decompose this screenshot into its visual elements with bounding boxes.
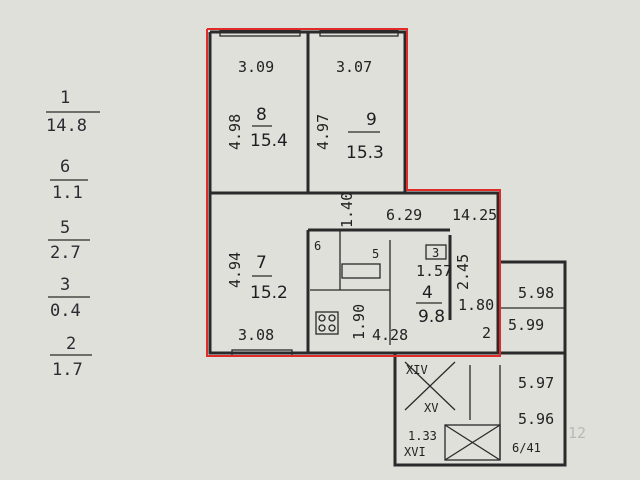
outer-wall: [208, 30, 500, 355]
dim-1425: 14.25: [452, 206, 497, 224]
walls: [208, 29, 567, 467]
stair-diagonal: [404, 361, 456, 411]
room-8-height: 4.98: [226, 114, 244, 150]
dim-597: 5.97: [518, 374, 554, 392]
legend-3-top: 3: [60, 275, 70, 295]
labels: 6 5 3 XIV XV XVI 6/41 12: [314, 239, 586, 459]
apartment-outline: [206, 28, 501, 357]
room-9-height: 4.97: [314, 114, 332, 150]
room-4-area: 9.8: [418, 307, 445, 327]
area-legend: 1 14.8 6 1.1 5 2.7 3 0.4 2 1.7: [46, 88, 100, 380]
legend-1-bottom: 14.8: [46, 116, 87, 136]
dim-598: 5.98: [518, 284, 554, 302]
dim-2: 2: [482, 324, 491, 342]
legend-3-bottom: 0.4: [50, 301, 81, 321]
room-4: 1.57 4 9.8: [416, 262, 452, 327]
room-9-number: 9: [366, 110, 377, 130]
dim-245: 2.45: [454, 254, 472, 290]
lift-cross: [444, 424, 501, 461]
dim-133: 1.33: [408, 429, 437, 443]
legend-2-bottom: 1.7: [52, 360, 83, 380]
bathtub: [341, 263, 381, 279]
room-8: 3.09 8 15.4 4.98: [226, 58, 288, 151]
stove-burner: [318, 314, 326, 322]
room-8-width: 3.09: [238, 58, 274, 76]
dim-428: 4.28: [372, 326, 408, 344]
room-7-area: 15.2: [250, 283, 288, 303]
room-7-height: 4.94: [226, 252, 244, 288]
dim-596: 5.96: [518, 410, 554, 428]
stair-label-xvi: XVI: [404, 445, 426, 459]
room-9-width: 3.07: [336, 58, 372, 76]
stove-burner: [328, 324, 336, 332]
dim-629: 6.29: [386, 206, 422, 224]
stair-label-xv: XV: [424, 401, 438, 415]
room-4-number: 4: [422, 283, 433, 303]
legend-5-bottom: 2.7: [50, 243, 81, 263]
legend-6-top: 6: [60, 157, 70, 177]
dim-157: 1.57: [416, 262, 452, 280]
dim-140: 1.40: [338, 192, 356, 228]
room-3-number: 3: [432, 246, 439, 260]
dim-599: 5.99: [508, 316, 544, 334]
dim-190: 1.90: [350, 304, 368, 340]
room-8-number: 8: [256, 105, 267, 125]
room-7-width: 3.08: [238, 326, 274, 344]
legend-5-top: 5: [60, 218, 70, 238]
dim-180: 1.80: [458, 296, 494, 314]
stair-label-xiv: XIV: [406, 363, 428, 377]
room-3-box: [425, 244, 447, 260]
room-7-number: 7: [256, 253, 267, 273]
dimensions: 6.29 14.25 1.40 2.45 1.90 4.28 1.80 2 5.…: [338, 192, 554, 443]
room-6-number: 6: [314, 239, 321, 253]
stove-burner: [328, 314, 336, 322]
stove: [315, 311, 339, 335]
stove-burner: [318, 324, 326, 332]
legend-1-top: 1: [60, 88, 70, 108]
floor-label: 6/41: [512, 441, 541, 455]
watermark-text: 12: [568, 424, 586, 442]
room-9-area: 15.3: [346, 143, 384, 163]
legend-2-top: 2: [66, 334, 76, 354]
room-7: 7 15.2 4.94 3.08: [226, 252, 288, 344]
room-8-area: 15.4: [250, 131, 288, 151]
stairwell: [393, 351, 567, 467]
room-5-number: 5: [372, 247, 379, 261]
legend-6-bottom: 1.1: [52, 183, 83, 203]
room-9: 3.07 9 15.3 4.97: [314, 58, 384, 163]
